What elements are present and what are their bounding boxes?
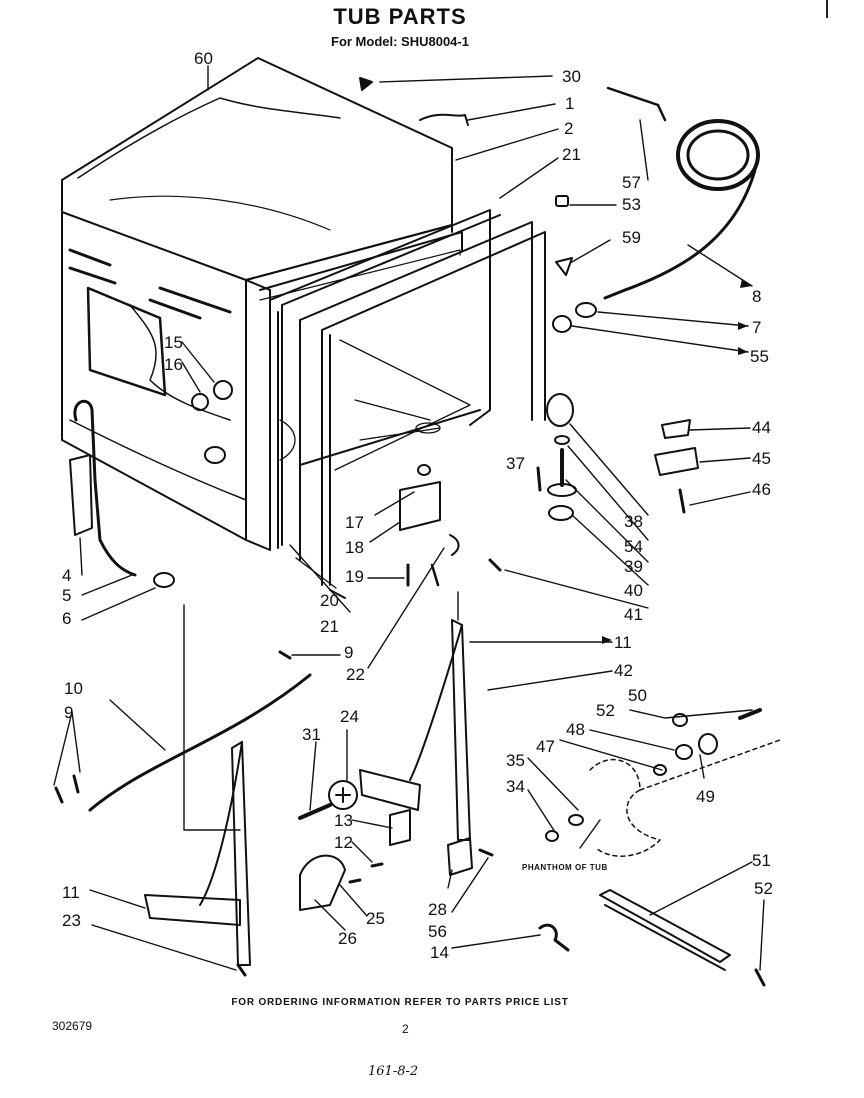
right-components (359, 77, 760, 587)
callout-4: 4 (62, 566, 71, 585)
callout-52-bottom: 52 (754, 879, 773, 898)
callout-50: 50 (628, 686, 647, 705)
tub-shell (61, 57, 461, 541)
callout-48: 48 (566, 720, 585, 739)
callout-30: 30 (562, 67, 581, 86)
callout-9-upper: 9 (344, 643, 353, 662)
callout-20: 20 (320, 591, 339, 610)
callout-15: 15 (164, 333, 183, 352)
callout-46: 46 (752, 480, 771, 499)
callout-21-top: 21 (562, 145, 581, 164)
callout-39: 39 (624, 557, 643, 576)
callout-26: 26 (338, 929, 357, 948)
callout-44: 44 (752, 418, 771, 437)
callout-1: 1 (565, 94, 574, 113)
callout-57: 57 (622, 173, 641, 192)
callout-8: 8 (752, 287, 761, 306)
phantom-tub-outline (589, 739, 781, 857)
callout-45: 45 (752, 449, 771, 468)
document-number: 302679 (52, 1019, 93, 1033)
callout-17: 17 (345, 513, 364, 532)
callout-14: 14 (430, 943, 449, 962)
callout-52-top: 52 (596, 701, 615, 720)
callout-28: 28 (428, 900, 447, 919)
callout-12: 12 (334, 833, 353, 852)
callout-11-right: 11 (614, 633, 632, 652)
callout-6: 6 (62, 609, 71, 628)
callout-7: 7 (752, 318, 761, 337)
callout-numbers: 60 30 1 2 21 57 53 59 8 7 55 15 16 44 45… (62, 49, 773, 962)
ordering-note: FOR ORDERING INFORMATION REFER TO PARTS … (231, 997, 569, 1008)
callout-54: 54 (624, 537, 643, 556)
callout-5: 5 (62, 586, 71, 605)
callout-59: 59 (622, 228, 641, 247)
page-title: TUB PARTS (333, 4, 467, 29)
callout-11-left: 11 (62, 883, 80, 902)
callout-42: 42 (614, 661, 633, 680)
callout-49: 49 (696, 787, 715, 806)
callout-21-bottom: 21 (320, 617, 339, 636)
callout-16: 16 (164, 355, 183, 374)
callout-41: 41 (624, 605, 643, 624)
bottom-mechanism (144, 619, 570, 977)
callout-38: 38 (624, 512, 643, 531)
phantom-of-tub-label: PHANTHOM OF TUB (522, 863, 608, 872)
page-number: 2 (402, 1022, 409, 1036)
tub-front-frame (245, 209, 546, 599)
model-subtitle: For Model: SHU8004-1 (331, 34, 469, 49)
callout-53: 53 (622, 195, 641, 214)
callout-34: 34 (506, 777, 525, 796)
callout-60: 60 (194, 49, 213, 68)
callout-19: 19 (345, 567, 364, 586)
callout-37: 37 (506, 454, 525, 473)
callout-51: 51 (752, 851, 771, 870)
callout-35: 35 (506, 751, 525, 770)
scan-edge-mark (826, 0, 828, 18)
callout-56: 56 (428, 922, 447, 941)
handwritten-note: 161-8-2 (368, 1064, 419, 1079)
callout-18: 18 (345, 538, 364, 557)
callout-24: 24 (340, 707, 359, 726)
leader-lines (53, 65, 765, 971)
callout-55: 55 (750, 347, 769, 366)
callout-23: 23 (62, 911, 81, 930)
callout-2: 2 (564, 119, 573, 138)
callout-40: 40 (624, 581, 643, 600)
callout-31: 31 (302, 725, 321, 744)
callout-10: 10 (64, 679, 83, 698)
callout-47: 47 (536, 737, 555, 756)
left-components (54, 380, 312, 812)
callout-9-lower: 9 (64, 703, 73, 722)
callout-13: 13 (334, 811, 353, 830)
callout-25: 25 (366, 909, 385, 928)
callout-22: 22 (346, 665, 365, 684)
drain-rail (545, 708, 766, 987)
